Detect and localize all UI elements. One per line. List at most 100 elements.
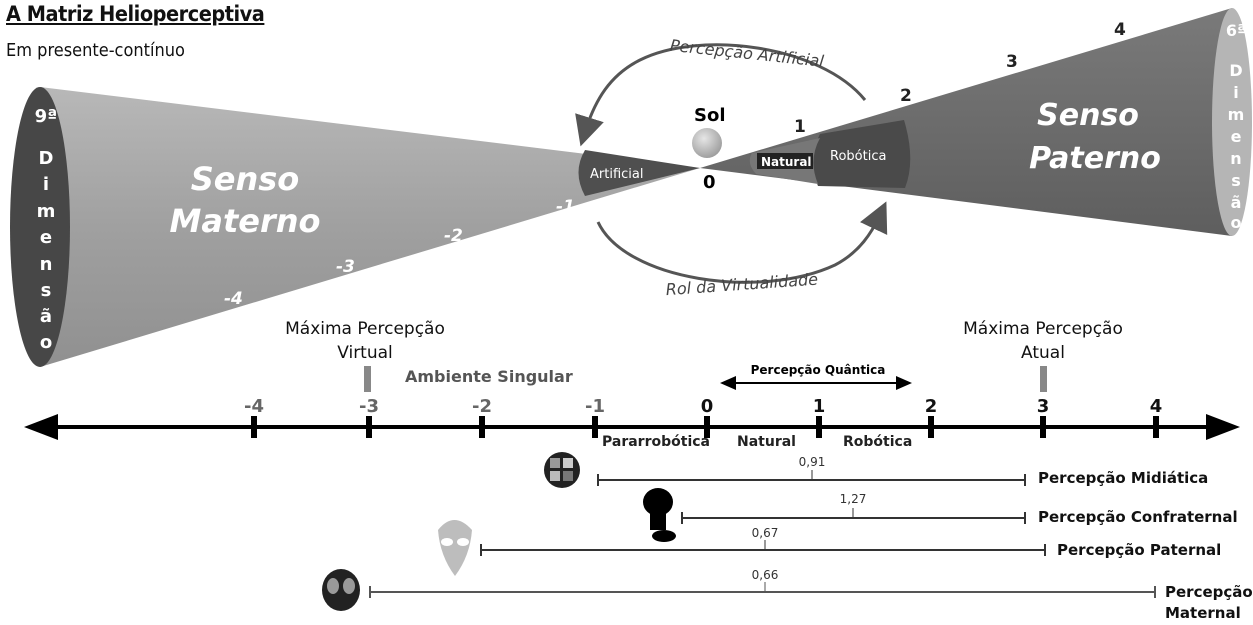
page-subtitle: Em presente-contínuo (6, 40, 185, 61)
axis-tick (1040, 416, 1046, 438)
segment-natural: Natural (737, 434, 796, 450)
axis-tick-label: 0 (701, 396, 714, 417)
right-cone-label-1: Senso (1037, 98, 1139, 133)
sun-icon (692, 128, 722, 158)
mask-icon (322, 569, 360, 611)
right-cone-tick: 2 (900, 86, 912, 106)
right-dim-letter: ã (1231, 193, 1242, 212)
max-actual-line1: Máxima Percepção (963, 319, 1123, 339)
perception-confraternal: 1,27 Percepção Confraternal (643, 488, 1238, 542)
right-dim-letter: 6ª (1226, 21, 1246, 40)
axis-tick-label: 1 (813, 396, 826, 417)
robotica-ring-label: Robótica (830, 149, 886, 164)
axis-tick (366, 416, 372, 438)
left-cone-tick: -2 (444, 226, 463, 246)
max-actual-marker (1040, 366, 1047, 392)
arc-top-arrow (575, 43, 867, 147)
arc-bottom-arrow (596, 201, 888, 284)
axis-tick-label: 2 (925, 396, 938, 417)
segment-pararrobotica: Pararrobótica (602, 434, 710, 450)
right-dimension-band (1212, 8, 1252, 236)
left-cone-ticks: -1 -2 -3 -4 (224, 197, 575, 309)
range-label-line1: Percepção (1165, 583, 1253, 601)
right-dim-letter: o (1231, 213, 1242, 232)
natural-ring-bg (757, 153, 813, 169)
arc-bottom-label: Rol da Virtualidade (665, 270, 819, 300)
left-dim-letter: n (40, 254, 53, 275)
right-cone-ticks: 1 2 3 4 (794, 20, 1126, 137)
range-value: 0,66 (752, 568, 779, 582)
right-dim-letter: i (1233, 83, 1238, 102)
range-value: 0,67 (752, 526, 779, 540)
center-zero: 0 (703, 172, 716, 193)
axis-arrow-left (24, 414, 58, 440)
axis-tick-label: -3 (359, 396, 379, 417)
max-virtual-line2: Virtual (337, 343, 393, 363)
axis-tick (251, 416, 257, 438)
right-cone (700, 8, 1252, 236)
right-dim-letter: m (1228, 105, 1245, 124)
mascot-icon (643, 488, 676, 542)
natural-ring-label: Natural (761, 155, 812, 169)
axis-tick (479, 416, 485, 438)
perception-midiatica: 0,91 Percepção Midiática (544, 452, 1208, 488)
left-dimension-band (10, 87, 70, 367)
page-title: A Matriz Helioperceptiva (6, 2, 265, 26)
artificial-label: Artificial (590, 167, 643, 182)
right-dim-letter: s (1231, 171, 1241, 190)
left-dimension-letters: 9ª D i m e n s ã o (35, 106, 58, 353)
axis-arrow-right (1206, 414, 1240, 440)
axis-tick-label: -1 (585, 396, 605, 417)
axis-tick-label: 4 (1150, 396, 1163, 417)
perception-maternal: 0,66 Percepção Maternal (322, 568, 1253, 622)
alien-head-icon (438, 520, 472, 576)
axis-tick (592, 416, 598, 438)
left-dim-letter: e (40, 227, 52, 248)
left-dim-letter: s (41, 280, 52, 301)
right-cone-tick: 4 (1114, 20, 1126, 40)
left-dim-letter: i (43, 174, 49, 195)
axis-ticks (251, 416, 1159, 438)
left-cone-tick: -3 (336, 257, 355, 277)
right-dimension-letters: 6ª D i m e n s ã o (1226, 21, 1246, 232)
axis-tick-labels: -4 -3 -2 -1 0 1 2 3 4 (244, 396, 1162, 417)
right-dim-letter: e (1231, 127, 1242, 146)
max-virtual-marker (364, 366, 371, 392)
left-cone (10, 87, 700, 367)
left-dim-letter: ã (40, 306, 52, 327)
right-dim-letter: D (1229, 61, 1242, 80)
quantum-arrow-right (896, 376, 912, 390)
left-cone-tick: -1 (556, 197, 575, 217)
right-dim-letter: n (1230, 149, 1241, 168)
sun-label: Sol (694, 105, 726, 126)
axis-tick (816, 416, 822, 438)
axis-tick-label: -2 (472, 396, 492, 417)
range-label: Percepção Midiática (1038, 469, 1208, 487)
quantum-label: Percepção Quântica (751, 363, 886, 377)
range-label-line2: Maternal (1165, 604, 1241, 622)
axis-segment-labels: Pararrobótica Natural Robótica (602, 434, 912, 450)
left-cone-label-1: Senso (191, 160, 300, 198)
range-value: 0,91 (799, 455, 826, 469)
left-cone-label-2: Materno (170, 202, 321, 240)
range-label: Percepção Confraternal (1038, 508, 1238, 526)
segment-robotica: Robótica (843, 434, 912, 450)
quantum-arrow-left (720, 376, 736, 390)
range-label: Percepção Paternal (1057, 541, 1221, 559)
axis-tick (1153, 416, 1159, 438)
left-dim-letter: D (39, 148, 54, 169)
axis-tick-label: -4 (244, 396, 264, 417)
left-dim-letter: o (40, 332, 52, 353)
left-dim-letter: 9ª (35, 106, 58, 127)
left-dim-letter: m (37, 201, 56, 222)
axis-tick-label: 3 (1037, 396, 1050, 417)
range-value: 1,27 (840, 492, 867, 506)
right-cone-label-2: Paterno (1029, 141, 1161, 176)
max-actual-line2: Atual (1021, 343, 1065, 363)
axis-tick (704, 416, 710, 438)
right-cone-tick: 3 (1006, 52, 1018, 72)
globe-icon (544, 452, 580, 488)
right-cone-tick: 1 (794, 117, 806, 137)
max-virtual-line1: Máxima Percepção (285, 319, 445, 339)
